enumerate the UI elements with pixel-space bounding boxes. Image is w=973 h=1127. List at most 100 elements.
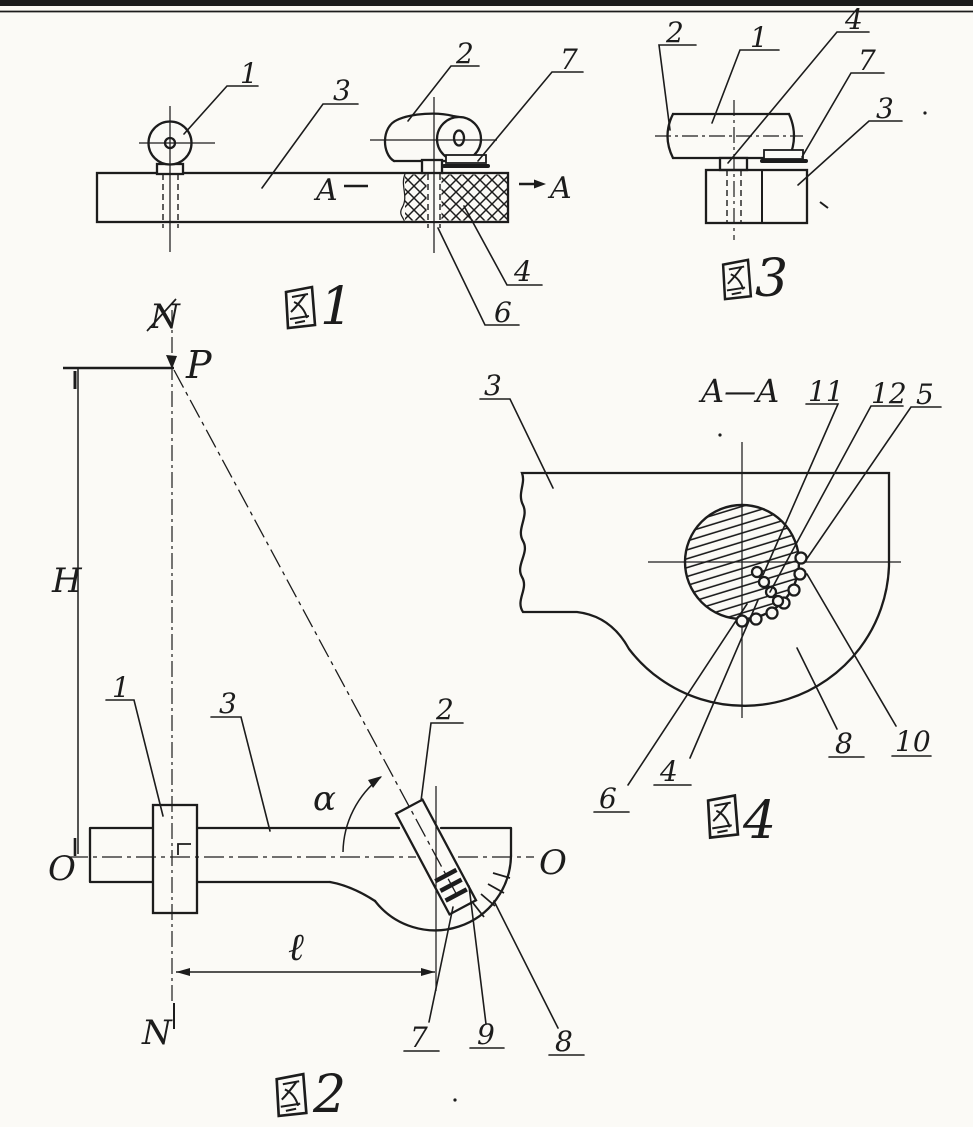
fig2-axis-N-top: N	[149, 297, 181, 337]
fig3-caption: 3	[721, 249, 788, 309]
fig4-callout-4: 4	[659, 755, 678, 788]
fig2-sight-line-P	[173, 369, 460, 900]
fig1-sight-eyepiece	[452, 129, 466, 147]
fig2-callout-2: 2	[435, 693, 454, 726]
fig4-callout-5: 5	[916, 378, 934, 411]
fig2-callout-8: 8	[555, 1025, 573, 1058]
fig4-leader-8	[796, 647, 865, 758]
fig1-leader-1	[183, 85, 259, 135]
fig4-tu-character-icon	[706, 794, 740, 839]
figure-3: 2 1 4 7 3 3	[655, 3, 903, 309]
fig3-callout-3: 3	[876, 92, 894, 125]
fig1-section-letter-left: A	[313, 173, 338, 208]
fig3-callout-1: 1	[750, 21, 768, 54]
fig2-alpha-arrow	[368, 776, 382, 788]
fig2-axis-O-left: O	[48, 849, 76, 889]
fig4-leader-11	[762, 403, 840, 576]
fig2-boss-arc	[373, 854, 513, 932]
fig2-tu-character-icon	[275, 1072, 308, 1118]
fig3-leader-1	[711, 49, 780, 124]
fig4-callout-11: 11	[808, 375, 844, 408]
fig1-hatched-block	[405, 174, 507, 221]
fig1-section-arrow-right	[534, 179, 546, 189]
fig3-tu-character-icon	[721, 258, 753, 301]
fig3-leader-3	[797, 120, 903, 186]
fig2-callout-1: 1	[112, 671, 130, 704]
fig2-axis-N-bottom: N	[141, 1013, 173, 1053]
fig4-leader-6	[593, 603, 748, 813]
fig2-leader-2	[420, 722, 464, 802]
fig2-slider-notch	[177, 843, 191, 855]
page-top-border	[0, 0, 973, 13]
fig4-leader-10	[806, 573, 932, 757]
fig2-scale-ticks	[472, 872, 511, 918]
figure-2: H ℓ α N N P O O 1 3 2 7 9 8 2	[48, 297, 585, 1125]
fig2-leader-3	[210, 716, 271, 832]
fig2-vernier-mark-1	[434, 867, 458, 884]
fig1-sight-stem	[420, 158, 444, 175]
fig3-caption-number: 3	[755, 249, 788, 309]
fig1-flat-plate	[445, 154, 487, 164]
fig2-leader-1	[105, 699, 164, 817]
fig2-angle-alpha: α	[313, 779, 336, 819]
fig4-caption-number: 4	[742, 791, 776, 851]
fig2-callout-9: 9	[477, 1018, 495, 1051]
fig4-leader-12	[769, 405, 904, 593]
fig3-leader-2	[658, 44, 697, 131]
fig3-callout-7: 7	[858, 44, 876, 77]
fig4-leader-3	[479, 398, 554, 489]
fig3-leader-7	[801, 72, 885, 158]
figure-4: A—A 3 11 12 5 6 4 8 10 4	[479, 369, 942, 851]
fig4-callout-12: 12	[871, 377, 907, 410]
fig2-leader-9	[468, 885, 505, 1049]
fig1-caption: 1	[284, 277, 353, 337]
fig2-axis-O-right: O	[539, 843, 567, 883]
fig2-callout-3: 3	[219, 687, 237, 720]
fig1-callout-2: 2	[455, 37, 474, 70]
fig4-callout-3: 3	[484, 369, 502, 402]
fig1-callout-6: 6	[494, 296, 512, 329]
fig2-bar	[88, 826, 513, 884]
fig2-leader-8	[493, 900, 585, 1056]
fig4-callout-10: 10	[895, 725, 931, 758]
fig1-leader-6	[437, 227, 520, 326]
fig2-point-P: P	[185, 343, 213, 387]
fig1-tu-character-icon	[284, 285, 317, 330]
fig2-dim-l: ℓ	[288, 925, 304, 969]
fig1-leader-3	[261, 103, 359, 189]
fig2-callout-7: 7	[410, 1021, 428, 1054]
figure-1: A A 1 3 2 7 4 6 1	[95, 37, 584, 337]
fig4-detent-cluster	[750, 565, 785, 608]
fig4-leader-5	[805, 406, 942, 561]
fig3-callout-2: 2	[665, 16, 684, 49]
fig1-leader-2	[407, 65, 480, 122]
fig4-leader-4	[653, 599, 759, 786]
fig2-slider-block	[151, 803, 199, 915]
fig2-l-arrow-right	[421, 968, 435, 976]
fig2-arrow-at-P	[166, 355, 177, 369]
fig1-leader-4	[463, 205, 543, 286]
fig2-alpha-arc	[342, 776, 382, 853]
fig4-caption: 4	[706, 791, 776, 851]
fig1-section-letter-right: A	[547, 171, 572, 206]
fig2-dim-H: H	[51, 561, 83, 601]
fig2-boss-fillet	[328, 880, 377, 903]
fig3-leader-4	[727, 31, 870, 164]
fig3-callout-4: 4	[844, 3, 863, 36]
fig4-callout-8: 8	[835, 727, 853, 760]
fig2-caption-number: 2	[312, 1065, 346, 1125]
fig3-pen-mark	[819, 201, 829, 209]
fig1-callout-4: 4	[513, 255, 532, 288]
scan-specks	[453, 111, 927, 1102]
fig4-section-title: A—A	[698, 372, 779, 410]
fig1-callout-1: 1	[240, 57, 258, 90]
fig2-caption: 2	[275, 1065, 346, 1125]
fig1-break-line	[400, 173, 406, 222]
fig1-callout-7: 7	[560, 43, 578, 76]
fig2-N-top-slash	[146, 298, 177, 332]
fig1-leader-7	[477, 71, 584, 162]
fig2-leader-7	[403, 906, 454, 1052]
fig1-caption-number: 1	[320, 277, 353, 337]
